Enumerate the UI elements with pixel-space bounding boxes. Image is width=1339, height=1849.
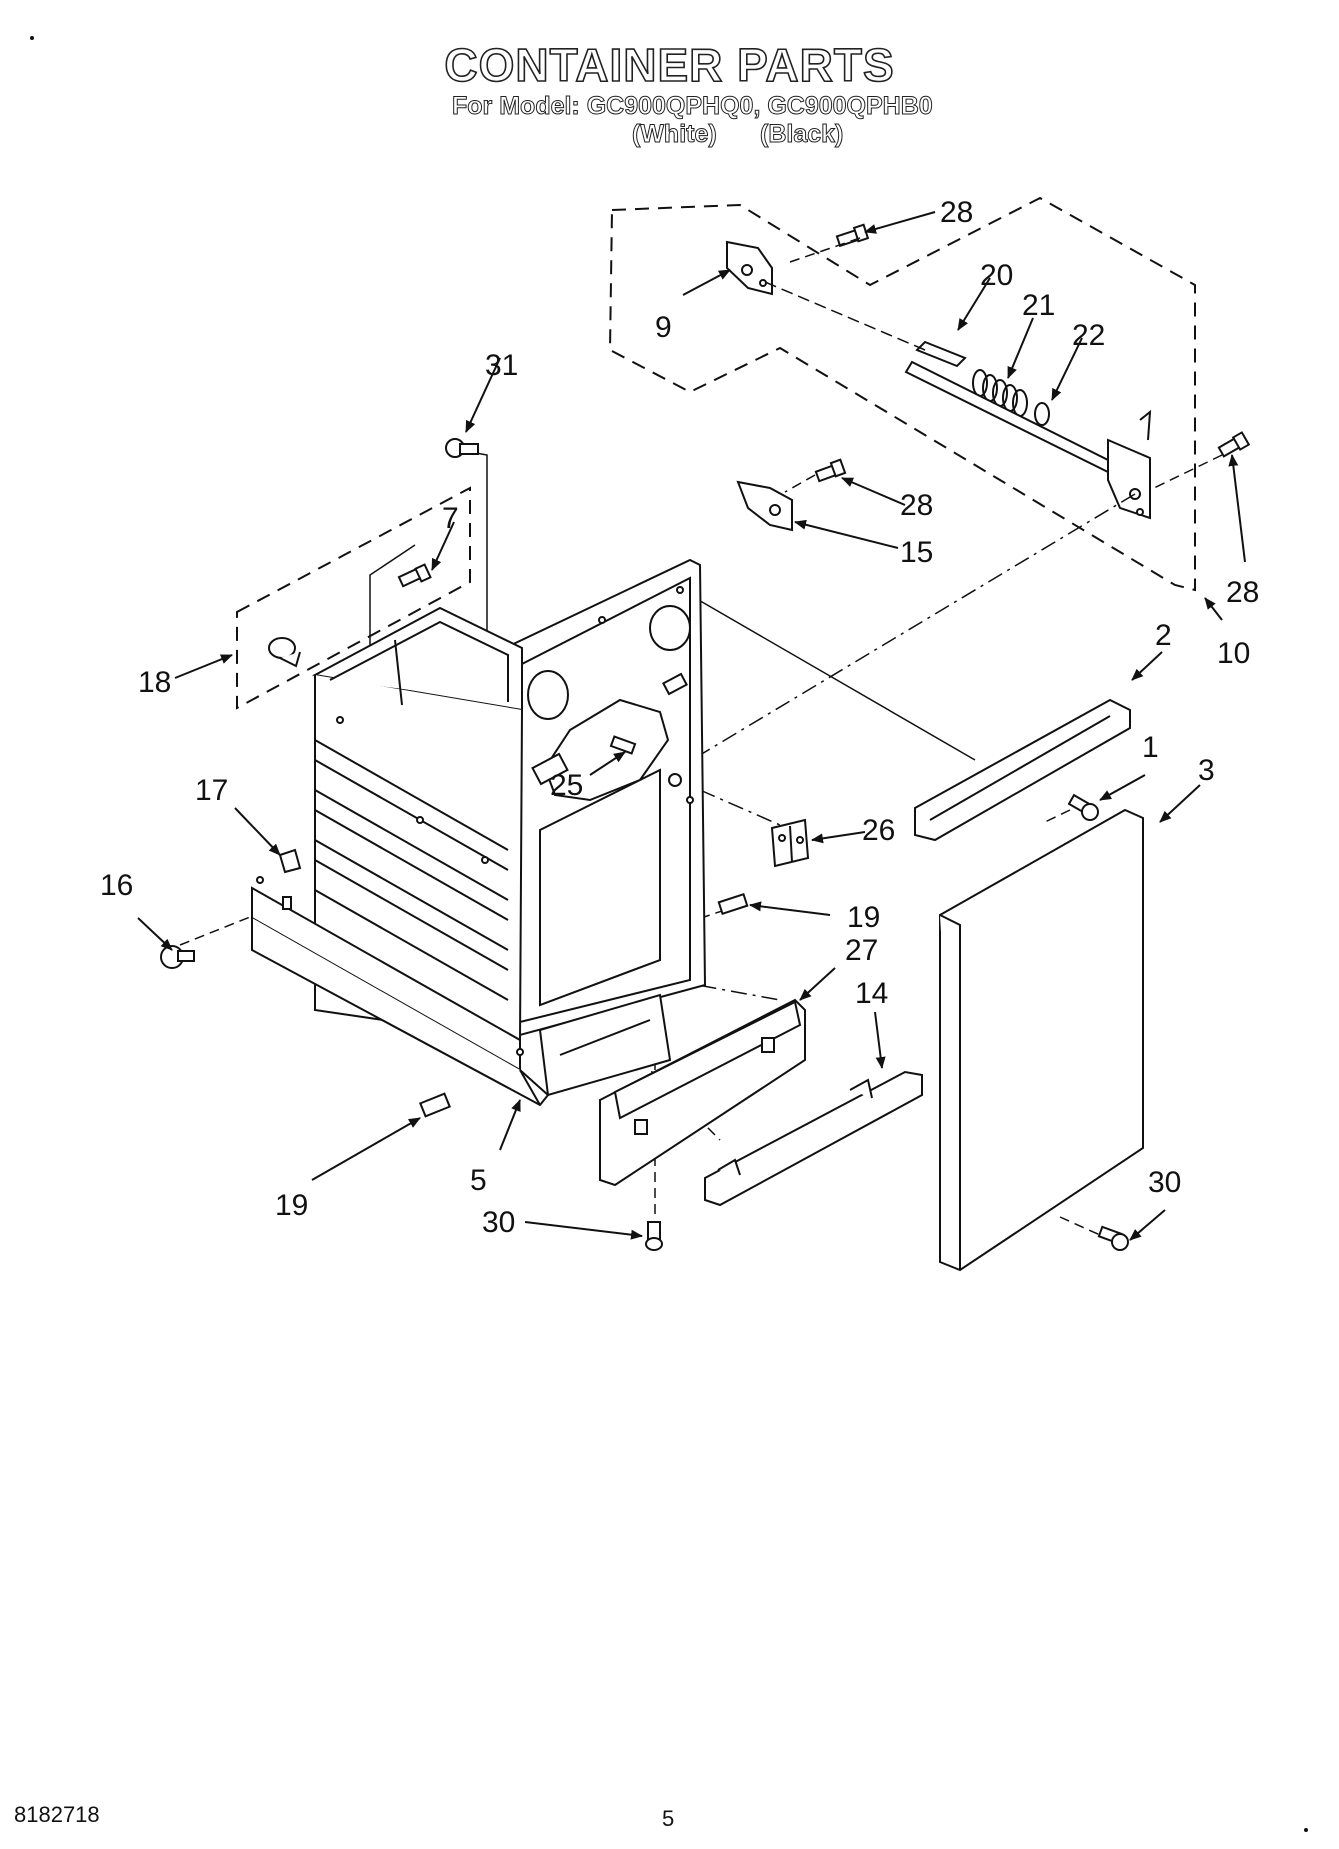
callout-3: 3 — [1198, 754, 1215, 787]
callout-1: 1 — [1142, 731, 1159, 764]
callout-5: 5 — [470, 1164, 487, 1197]
callout-16: 16 — [100, 869, 133, 902]
variant-white-label: (White) — [632, 120, 718, 149]
corner-dot-top-left — [30, 36, 34, 40]
callout-28-right: 28 — [1226, 576, 1259, 609]
variant-black-label: (Black) — [759, 120, 844, 149]
callout-19-mid: 19 — [847, 901, 880, 934]
screw-30-right — [1097, 1225, 1129, 1251]
callout-10: 10 — [1217, 637, 1250, 670]
screw-16 — [160, 945, 195, 969]
washer-22 — [1034, 402, 1050, 426]
callout-14: 14 — [855, 977, 888, 1010]
callout-31: 31 — [485, 349, 518, 382]
callout-19-low: 19 — [275, 1189, 308, 1222]
screw-28-mid — [814, 458, 847, 483]
screw-7 — [397, 563, 432, 588]
clip-26 — [770, 818, 810, 868]
screw-31 — [445, 438, 479, 458]
model-line: For Model: GC900QPHQ0, GC900QPHB0 — [452, 92, 934, 121]
callout-arrows — [137, 211, 1246, 1241]
bumper-19-low — [419, 1092, 451, 1118]
page-number: 5 — [662, 1806, 675, 1831]
bumper-19-mid — [717, 893, 749, 915]
page-title: CONTAINER PARTS — [444, 38, 895, 92]
dashed-boundary-left — [236, 486, 471, 710]
callout-2: 2 — [1155, 619, 1172, 652]
callout-25: 25 — [550, 769, 583, 802]
callout-21: 21 — [1022, 289, 1055, 322]
container-body-5 — [251, 558, 707, 1107]
callout-15: 15 — [900, 536, 933, 569]
callout-9: 9 — [655, 311, 672, 344]
latch-arm-10 — [904, 360, 1152, 520]
latch-keeper-15 — [736, 480, 793, 532]
clip-17 — [278, 848, 302, 874]
callout-labels: 28 20 21 22 9 31 28 15 28 10 7 18 2 1 3 … — [100, 196, 1259, 1239]
callout-20: 20 — [980, 259, 1013, 292]
callout-18: 18 — [138, 666, 171, 699]
screw-28-right — [1217, 431, 1251, 458]
dashed-boundary-top — [608, 196, 1196, 592]
side-panel-3 — [939, 808, 1144, 1272]
button-18 — [268, 637, 301, 668]
top-cap-2 — [914, 698, 1131, 842]
callout-30-bottom: 30 — [482, 1206, 515, 1239]
callout-30-right: 30 — [1148, 1166, 1181, 1199]
screw-25 — [609, 735, 637, 755]
callout-26: 26 — [862, 814, 895, 847]
screw-30-bottom — [645, 1221, 663, 1251]
handle-14 — [704, 1070, 923, 1207]
drawer-front-27 — [599, 998, 806, 1187]
screw-1 — [1067, 793, 1099, 821]
callout-28-top: 28 — [940, 196, 973, 229]
screw-28-top — [835, 223, 870, 248]
corner-dot-bottom-right — [1304, 1828, 1308, 1832]
callout-7: 7 — [442, 502, 459, 535]
actuator-rod-20 — [915, 340, 967, 368]
callout-17: 17 — [195, 774, 228, 807]
callout-27: 27 — [845, 934, 878, 967]
callout-28-mid: 28 — [900, 489, 933, 522]
document-number: 8182718 — [14, 1802, 100, 1827]
callout-22: 22 — [1072, 319, 1105, 352]
hinge-bracket-9 — [726, 240, 773, 296]
